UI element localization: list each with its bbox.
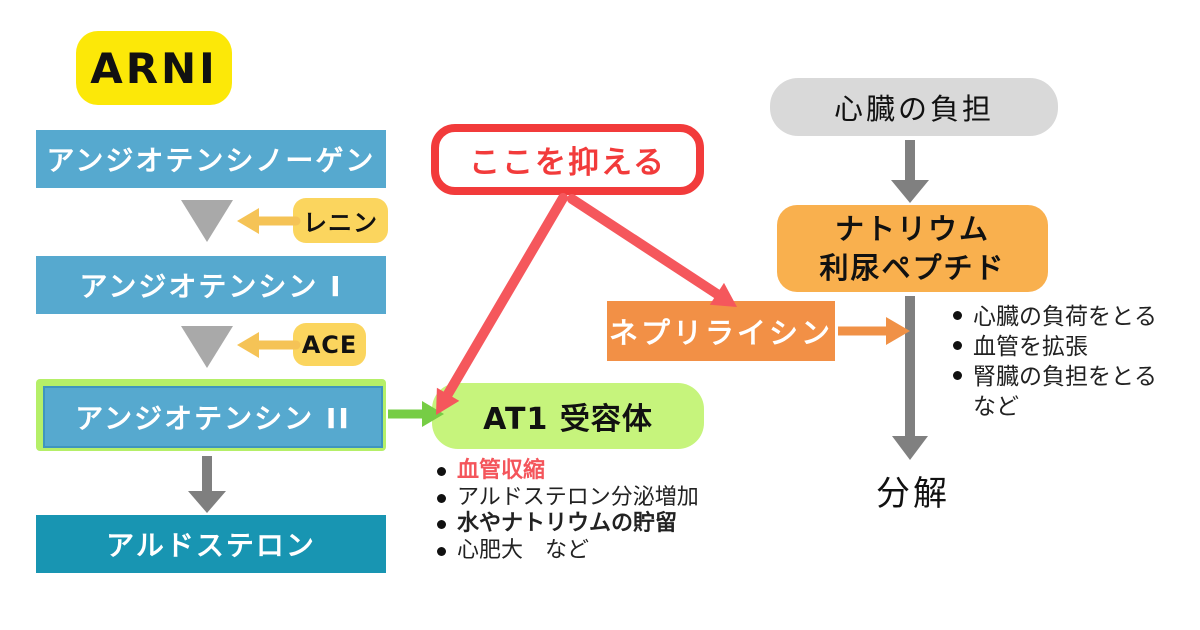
at1-receptor-label: AT1 受容体 bbox=[483, 402, 653, 437]
aldosterone-label: アルドステロン bbox=[106, 529, 316, 562]
angiotensinogen-label: アンジオテンシノーゲン bbox=[46, 144, 376, 177]
at1-effect-item: 心肥大 など bbox=[434, 538, 734, 565]
heart-burden-box: 心臓の負担 bbox=[770, 78, 1058, 136]
at1-receptor-box: AT1 受容体 bbox=[432, 383, 704, 449]
arni-title-label: ARNI bbox=[90, 43, 218, 93]
natriuretic-effect-item: 腎臓の負担をとる bbox=[950, 362, 1190, 392]
neprilysin-label: ネプリライシン bbox=[608, 316, 833, 350]
natriuretic-effect-item: 心臓の負荷をとる bbox=[950, 302, 1190, 332]
natriuretic-peptide-box: ナトリウム 利尿ペプチド bbox=[777, 205, 1048, 292]
degradation-label: 分解 bbox=[876, 474, 950, 514]
angiotensin-ii-box: アンジオテンシン II bbox=[43, 386, 383, 448]
at1-effect-item: 水やナトリウムの貯留 bbox=[434, 511, 734, 538]
aldosterone-arrow-icon bbox=[188, 456, 226, 513]
at1-effects-list: 血管収縮 アルドステロン分泌増加 水やナトリウムの貯留 心肥大 など bbox=[434, 458, 734, 564]
down-triangle-icon bbox=[181, 326, 233, 368]
angiotensin-ii-label: アンジオテンシン II bbox=[75, 402, 351, 435]
angiotensinogen-box: アンジオテンシノーゲン bbox=[36, 130, 386, 188]
heart-burden-arrow-icon bbox=[891, 140, 929, 203]
natriuretic-peptide-line2: 利尿ペプチド bbox=[819, 250, 1006, 285]
renin-badge: レニン bbox=[293, 198, 388, 243]
renin-arrow-icon bbox=[237, 208, 301, 234]
ace-arrow-icon bbox=[237, 332, 301, 358]
neprilysin-arrow-icon bbox=[838, 317, 910, 345]
renin-label: レニン bbox=[303, 209, 378, 237]
down-triangle-icon bbox=[181, 200, 233, 242]
aldosterone-box: アルドステロン bbox=[36, 515, 386, 573]
arni-title-badge: ARNI bbox=[76, 31, 232, 105]
neprilysin-box: ネプリライシン bbox=[607, 301, 835, 361]
suppress-callout: ここを抑える bbox=[431, 124, 704, 195]
angiotensin-ii-highlight-border: アンジオテンシン II bbox=[36, 379, 386, 451]
at1-effect-item: 血管収縮 bbox=[434, 458, 734, 485]
natriuretic-effect-item: 血管を拡張 bbox=[950, 332, 1190, 362]
at1-effect-item: アルドステロン分泌増加 bbox=[434, 485, 734, 512]
suppress-arrow-to-neprilysin bbox=[567, 194, 737, 307]
angiotensin-i-box: アンジオテンシン I bbox=[36, 256, 386, 314]
natriuretic-effect-suffix: など bbox=[973, 394, 1019, 420]
degradation-arrow-icon bbox=[892, 296, 928, 460]
heart-burden-label: 心臓の負担 bbox=[833, 92, 994, 126]
natriuretic-effects-list: 心臓の負荷をとる 血管を拡張 腎臓の負担をとる など bbox=[950, 302, 1190, 422]
angiotensin-i-label: アンジオテンシン I bbox=[79, 270, 343, 303]
suppress-label: ここを抑える bbox=[468, 145, 667, 181]
ace-label: ACE bbox=[301, 330, 358, 359]
natriuretic-peptide-line1: ナトリウム bbox=[834, 211, 990, 246]
ace-badge: ACE bbox=[293, 323, 366, 366]
